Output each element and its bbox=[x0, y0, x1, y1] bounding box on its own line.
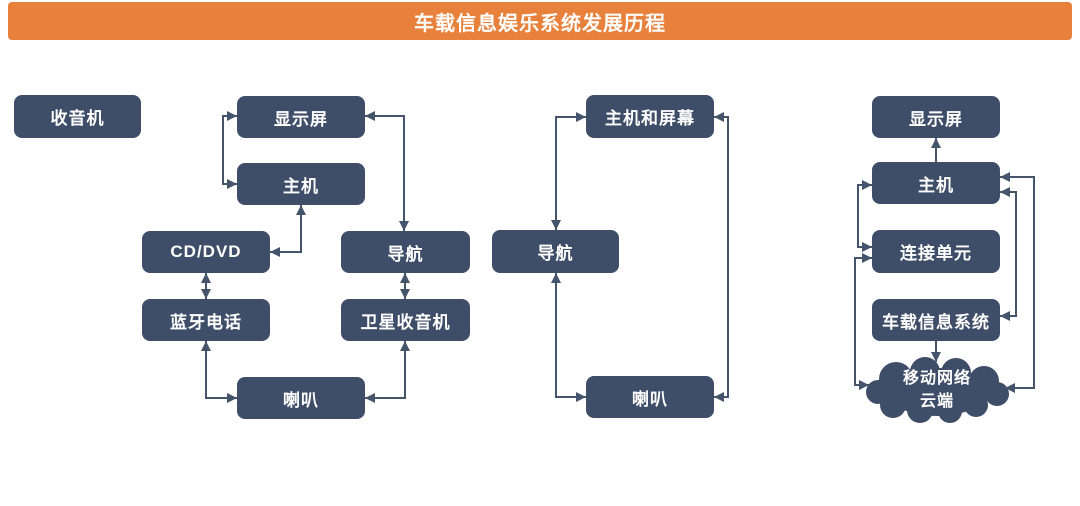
node-telematics-system-label: 车载信息系统 bbox=[882, 312, 990, 332]
title-bar: 车载信息娱乐系统发展历程 bbox=[8, 2, 1072, 40]
node-display-stage2: 显示屏 bbox=[237, 96, 365, 138]
node-mobile-network-cloud-line1: 移动网络 bbox=[902, 370, 971, 387]
node-display-stage4: 显示屏 bbox=[872, 96, 1000, 138]
node-connection-unit: 连接单元 bbox=[872, 230, 1000, 273]
arrow-nav-hostscreen bbox=[551, 112, 586, 230]
node-nav-stage2: 导航 bbox=[341, 231, 470, 273]
arrow-connunit-cloud bbox=[854, 253, 872, 390]
node-nav-stage3-label: 导航 bbox=[537, 244, 574, 263]
arrow-host-telematics bbox=[1000, 187, 1017, 321]
arrow-nav-speaker bbox=[551, 273, 586, 402]
arrow-bluetooth-speaker bbox=[201, 341, 237, 403]
node-nav-stage2-label: 导航 bbox=[387, 244, 424, 264]
arrow-display-host bbox=[222, 111, 237, 189]
node-cddvd-label: CD/DVD bbox=[170, 242, 242, 261]
node-mobile-network-cloud-line2: 云端 bbox=[919, 393, 954, 410]
node-satellite-radio: 卫星收音机 bbox=[341, 299, 470, 341]
node-host-and-screen: 主机和屏幕 bbox=[586, 95, 714, 138]
node-bluetooth-phone: 蓝牙电话 bbox=[142, 299, 270, 341]
node-host-stage2: 主机 bbox=[237, 163, 365, 205]
node-host-stage4: 主机 bbox=[872, 162, 1000, 204]
arrow-hostscreen-speaker bbox=[714, 112, 729, 402]
node-speaker-stage2-label: 喇叭 bbox=[283, 390, 319, 410]
node-radio: 收音机 bbox=[14, 95, 141, 138]
node-speaker-stage2: 喇叭 bbox=[237, 377, 365, 419]
node-telematics-system: 车载信息系统 bbox=[872, 299, 1000, 341]
node-speaker-stage3-label: 喇叭 bbox=[632, 389, 668, 409]
node-display-stage2-label: 显示屏 bbox=[274, 109, 328, 129]
arrow-satradio-speaker bbox=[365, 341, 410, 403]
arrow-host-cloud bbox=[1000, 172, 1035, 393]
node-mobile-network-cloud: 移动网络 云端 bbox=[870, 364, 1004, 416]
node-host-and-screen-label: 主机和屏幕 bbox=[605, 109, 695, 128]
node-host-stage2-label: 主机 bbox=[283, 176, 319, 196]
node-display-stage4-label: 显示屏 bbox=[909, 109, 963, 129]
node-radio-label: 收音机 bbox=[50, 109, 105, 128]
arrow-host-connunit bbox=[857, 180, 872, 252]
node-connection-unit-label: 连接单元 bbox=[900, 244, 972, 263]
node-host-stage4-label: 主机 bbox=[918, 175, 954, 195]
page-title: 车载信息娱乐系统发展历程 bbox=[414, 12, 666, 35]
arrow-host-cddvd bbox=[270, 205, 306, 257]
node-speaker-stage3: 喇叭 bbox=[586, 376, 714, 418]
arrow-display-nav bbox=[365, 111, 409, 231]
node-satellite-radio-label: 卫星收音机 bbox=[360, 312, 451, 332]
node-nav-stage3: 导航 bbox=[492, 230, 619, 273]
node-bluetooth-phone-label: 蓝牙电话 bbox=[170, 312, 242, 332]
node-cddvd: CD/DVD bbox=[142, 231, 270, 273]
